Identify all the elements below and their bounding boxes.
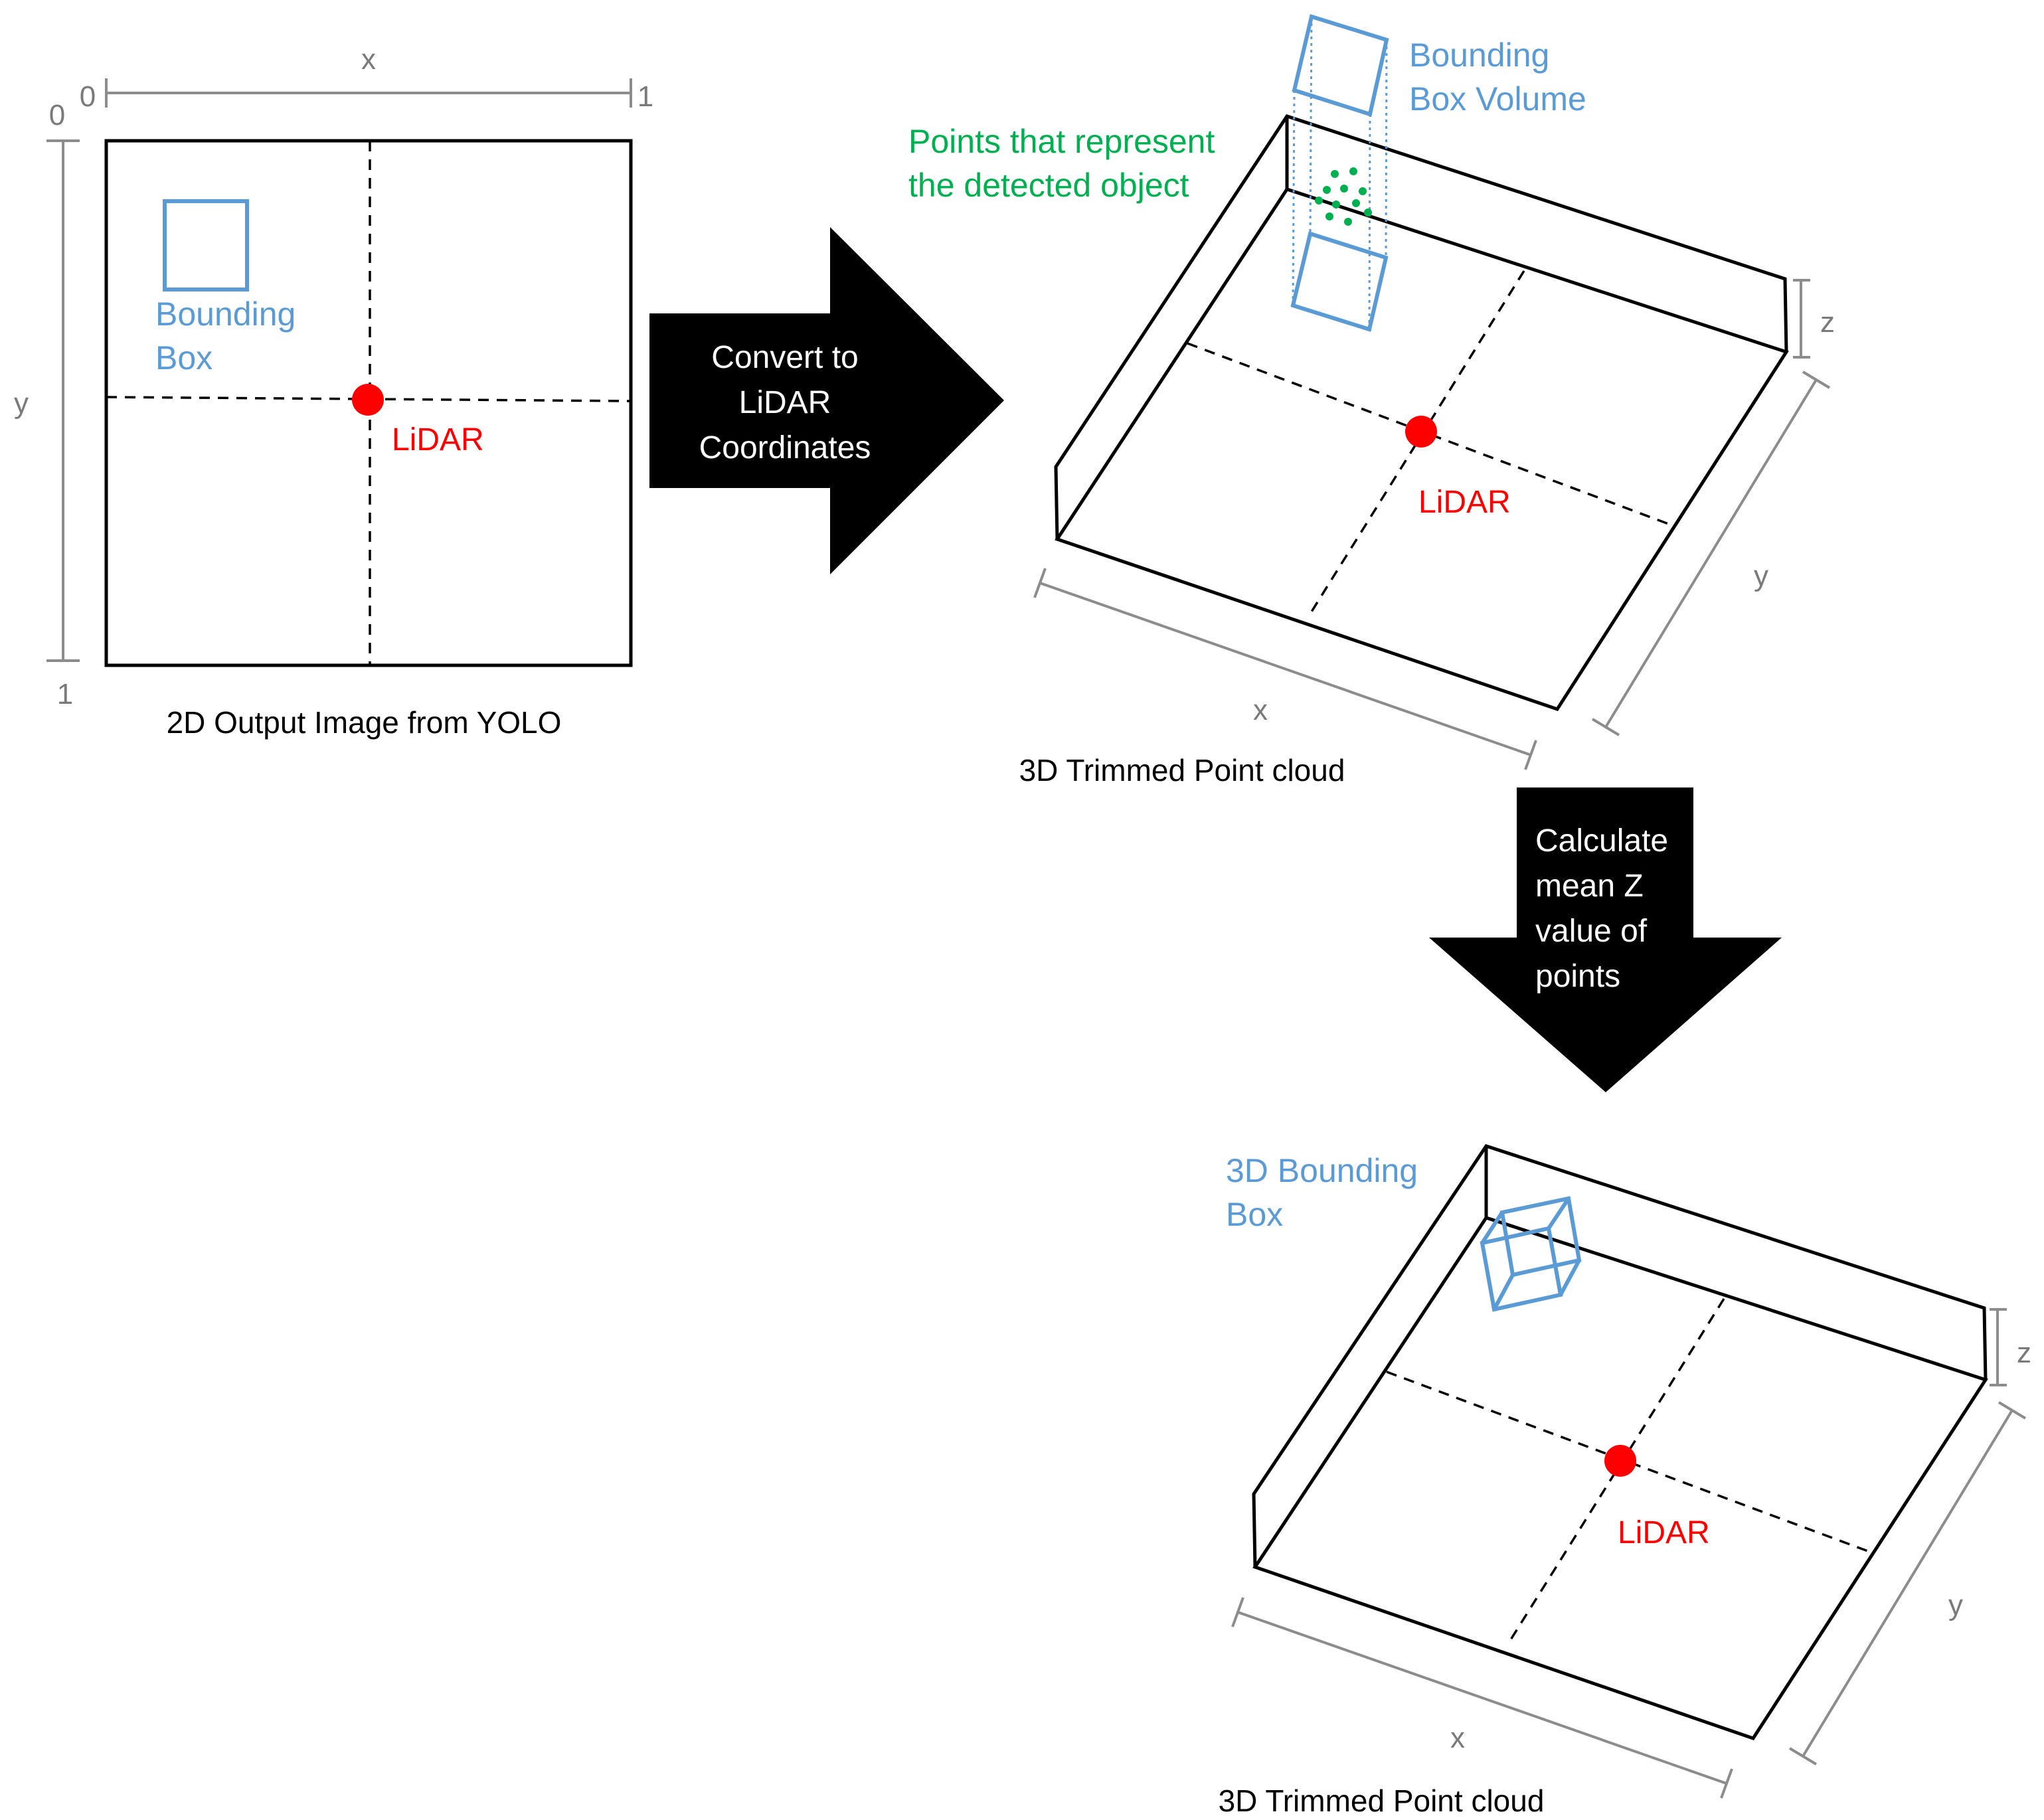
detected-object-points xyxy=(1315,167,1372,226)
bounding-box-volume-label-line2: Box Volume xyxy=(1409,80,1586,118)
caption-3d-top: 3D Trimmed Point cloud xyxy=(1019,753,1345,787)
points-label-line1: Points that represent xyxy=(908,123,1215,160)
y-axis-2d xyxy=(46,139,80,662)
x-axis-label-bottom: x xyxy=(1450,1722,1465,1754)
x-axis-start-label: 0 xyxy=(80,80,96,113)
image-frame xyxy=(104,139,633,667)
x-axis-bottom xyxy=(1231,1597,1733,1799)
floor-dash-2-top xyxy=(1308,270,1525,616)
3d-bounding-box-label-line2: Box xyxy=(1226,1196,1283,1233)
z-axis-label-top: z xyxy=(1820,306,1835,339)
y-axis-label-2d: y xyxy=(14,387,29,420)
calculate-arrow-line1: Calculate xyxy=(1535,823,1668,859)
convert-arrow-line3: Coordinates xyxy=(699,430,871,465)
calculate-arrow-line4: points xyxy=(1535,959,1620,994)
bounding-box-volume xyxy=(1290,14,1389,332)
lidar-point-2d xyxy=(352,384,384,416)
3d-bounding-box-label-line1: 3D Bounding xyxy=(1226,1152,1418,1189)
lidar-label-2d: LiDAR xyxy=(392,422,484,457)
bounding-box-2d xyxy=(163,199,249,291)
y-axis-label-bottom: y xyxy=(1948,1589,1963,1621)
point-cloud-floor-bottom xyxy=(1252,1216,1988,1740)
panel-3d-point-cloud-bottom: z y x 3D Bounding Box LiDAR 3D T xyxy=(1219,1144,2031,1818)
x-axis-top xyxy=(1033,568,1537,770)
z-axis-bottom xyxy=(1990,1308,2007,1386)
x-axis-label-top: x xyxy=(1253,694,1268,726)
point-cloud-walls-bottom xyxy=(1252,1144,1988,1568)
bounding-box-label-line1: Bounding xyxy=(155,295,296,333)
caption-2d: 2D Output Image from YOLO xyxy=(167,705,562,740)
y-axis-end-label: 1 xyxy=(57,678,73,710)
x-axis-label-2d: x xyxy=(361,43,376,76)
points-label-line2: the detected object xyxy=(908,167,1189,204)
convert-arrow-line1: Convert to xyxy=(711,340,858,375)
calculate-arrow-line2: mean Z xyxy=(1535,869,1644,904)
y-axis-top xyxy=(1591,371,1831,736)
x-axis-2d xyxy=(105,78,632,108)
3d-bounding-box xyxy=(1480,1196,1582,1312)
floor-dash-1-top xyxy=(1187,342,1671,526)
panel-3d-point-cloud-top: z y x Bounding Box Volume xyxy=(908,14,1835,787)
z-axis-label-bottom: z xyxy=(2017,1337,2031,1369)
floor-dash-2-bottom xyxy=(1507,1298,1725,1643)
calculate-arrow-line3: value of xyxy=(1535,914,1648,949)
bounding-box-label-line2: Box xyxy=(155,339,213,376)
z-axis-top xyxy=(1793,279,1810,359)
x-axis-end-label: 1 xyxy=(638,80,653,113)
lidar-point-3d-bottom xyxy=(1604,1445,1636,1477)
convert-arrow: Convert to LiDAR Coordinates xyxy=(649,227,1004,574)
floor-dash-1-bottom xyxy=(1386,1370,1872,1554)
y-axis-label-top: y xyxy=(1754,560,1768,592)
point-cloud-floor-top xyxy=(1055,187,1789,711)
caption-3d-bottom: 3D Trimmed Point cloud xyxy=(1219,1783,1545,1818)
lidar-label-3d-top: LiDAR xyxy=(1418,485,1511,520)
panel-2d-image: x 0 1 y 0 1 Bounding Box LiDAR 2D Output… xyxy=(14,43,653,740)
lidar-point-3d-top xyxy=(1405,416,1437,448)
y-axis-start-label: 0 xyxy=(49,99,65,131)
lidar-label-3d-bottom: LiDAR xyxy=(1618,1515,1710,1550)
bounding-box-volume-label-line1: Bounding xyxy=(1409,37,1549,74)
y-axis-bottom xyxy=(1788,1401,2027,1766)
convert-arrow-line2: LiDAR xyxy=(739,385,831,420)
calculate-arrow: Calculate mean Z value of points xyxy=(1429,787,1782,1092)
